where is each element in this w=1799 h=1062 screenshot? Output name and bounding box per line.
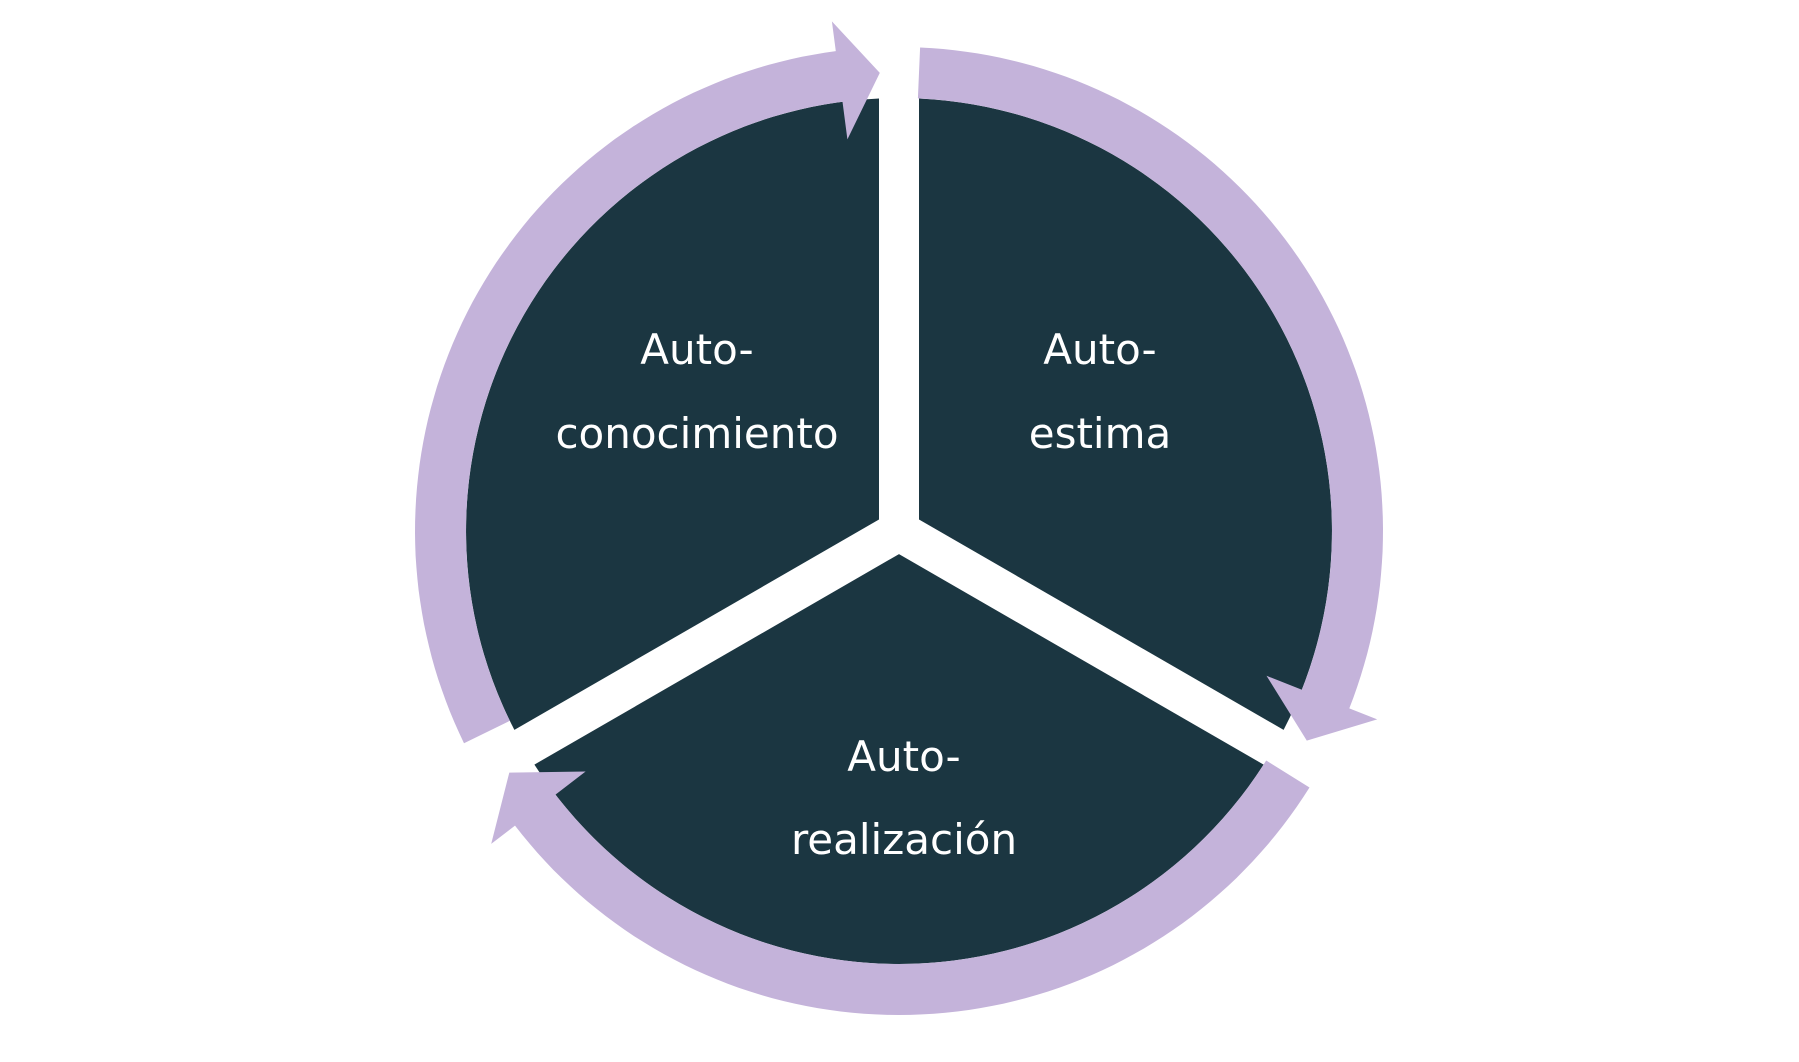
segment-label-auto-estima: Auto- estima	[1029, 325, 1172, 458]
label-line2: estima	[1029, 409, 1172, 458]
arrows-layer	[415, 21, 1383, 1015]
segments-layer	[466, 98, 1332, 965]
label-line1: Auto-	[1043, 325, 1156, 374]
arrow-to-auto-conocimiento	[491, 760, 1310, 1015]
label-line2: conocimiento	[555, 409, 838, 458]
segment-auto-estima	[919, 98, 1332, 730]
segment-auto-realizacion	[534, 554, 1264, 965]
label-line2: realización	[791, 815, 1017, 864]
arrow-to-auto-realizacion	[917, 47, 1383, 741]
arrow-to-auto-estima	[415, 21, 880, 744]
label-line1: Auto-	[847, 732, 960, 781]
label-line1: Auto-	[640, 325, 753, 374]
segment-auto-conocimiento	[466, 98, 879, 730]
segment-label-auto-realizacion: Auto- realización	[791, 732, 1017, 864]
segment-label-auto-conocimiento: Auto- conocimiento	[555, 325, 838, 458]
